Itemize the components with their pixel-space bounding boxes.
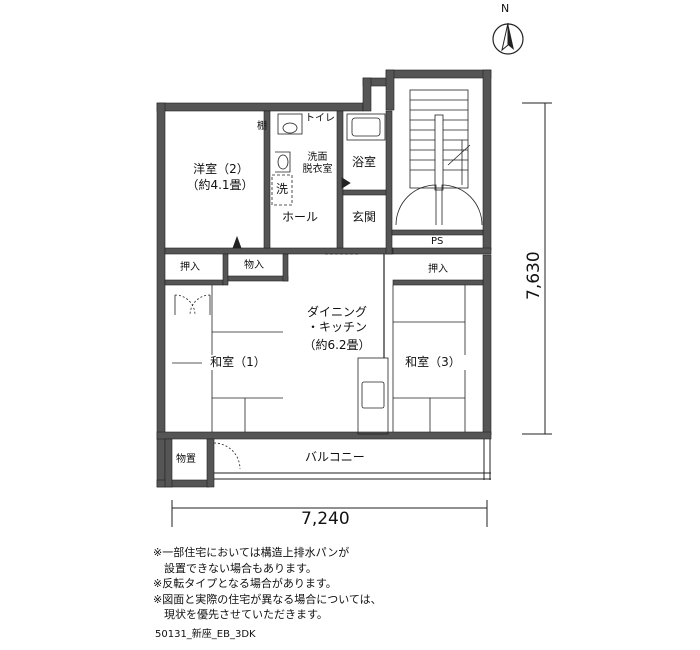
closet-left-label: 押入 xyxy=(180,262,200,273)
note-line: ※一部住宅においては構造上排水パンが xyxy=(153,546,350,559)
western-room-label: 洋室（2） xyxy=(193,162,249,176)
north-arrow-icon xyxy=(492,22,524,55)
plan-code: 50131_新座_EB_3DK xyxy=(155,629,256,640)
wall-step xyxy=(362,77,372,112)
note-line: 設置できない場合もあります。 xyxy=(153,561,317,575)
toilet-fixture xyxy=(277,113,303,135)
wall-closet-divider xyxy=(222,253,229,286)
wall-ps xyxy=(391,229,484,236)
bathtub xyxy=(346,113,386,141)
north-label: N xyxy=(501,2,510,15)
wall-stair-inner xyxy=(385,110,393,255)
wall-mid-horizontal xyxy=(164,247,394,255)
washroom-label: 洗面 脱衣室 xyxy=(302,152,333,175)
staircase xyxy=(395,89,483,226)
hall-label: ホール xyxy=(282,210,319,224)
note-line: 現状を優先させていただきます。 xyxy=(153,608,328,621)
wall-bath-entrance xyxy=(342,189,392,196)
washbasin xyxy=(277,154,289,170)
toilet-label: トイレ xyxy=(305,113,335,124)
washing-machine-space xyxy=(271,174,293,206)
note-line: ※反転タイプとなる場合があります。 xyxy=(153,577,337,590)
entrance-label: 玄関 xyxy=(352,210,377,224)
outdoor-storage-label: 物置 xyxy=(176,454,196,465)
storage-label: 物入 xyxy=(244,260,264,271)
balcony-label: バルコニー xyxy=(305,450,365,464)
wall-right-lower xyxy=(482,254,492,436)
kitchen-counter xyxy=(357,254,389,435)
notes-block: ※一部住宅においては構造上排水パンが 設置できない場合もあります。 ※反転タイプ… xyxy=(153,545,382,623)
wall-storage-side2 xyxy=(206,438,215,488)
wall-top-stair xyxy=(385,69,492,79)
wall-stair-left xyxy=(385,69,395,111)
closet-right-label: 押入 xyxy=(428,264,448,275)
dining-kitchen-size: （約6.2畳） xyxy=(303,338,371,352)
dining-kitchen-label: ダイニング ・キッチン xyxy=(306,305,367,334)
washing-machine-label: 洗 xyxy=(276,182,289,196)
ps-label: PS xyxy=(431,236,444,247)
wall-right-upper xyxy=(482,69,492,251)
wall-mid-right xyxy=(392,247,492,255)
bathroom-label: 浴室 xyxy=(352,155,377,169)
wall-left xyxy=(156,102,166,488)
wall-storage-side xyxy=(164,438,173,488)
shelf-label: 棚 xyxy=(257,121,267,132)
wall-closet-left xyxy=(164,279,224,286)
wall-storage-right xyxy=(282,253,289,282)
wall-storage-bottom-inner xyxy=(227,275,289,282)
japanese-room-1-label: 和室（1） xyxy=(202,355,274,370)
wall-western-room xyxy=(263,110,271,249)
wall-closet-right xyxy=(392,279,484,286)
western-room-size: （約4.1畳） xyxy=(186,178,254,192)
japanese-room-3-label: 和室（3） xyxy=(397,355,469,370)
wall-top-left xyxy=(156,102,364,112)
wall-bottom xyxy=(156,431,492,440)
width-dimension: 7,240 xyxy=(301,509,350,529)
note-line: ※図面と実際の住宅が異なる場合については、 xyxy=(153,592,382,606)
height-dimension: 7,630 xyxy=(524,251,544,300)
